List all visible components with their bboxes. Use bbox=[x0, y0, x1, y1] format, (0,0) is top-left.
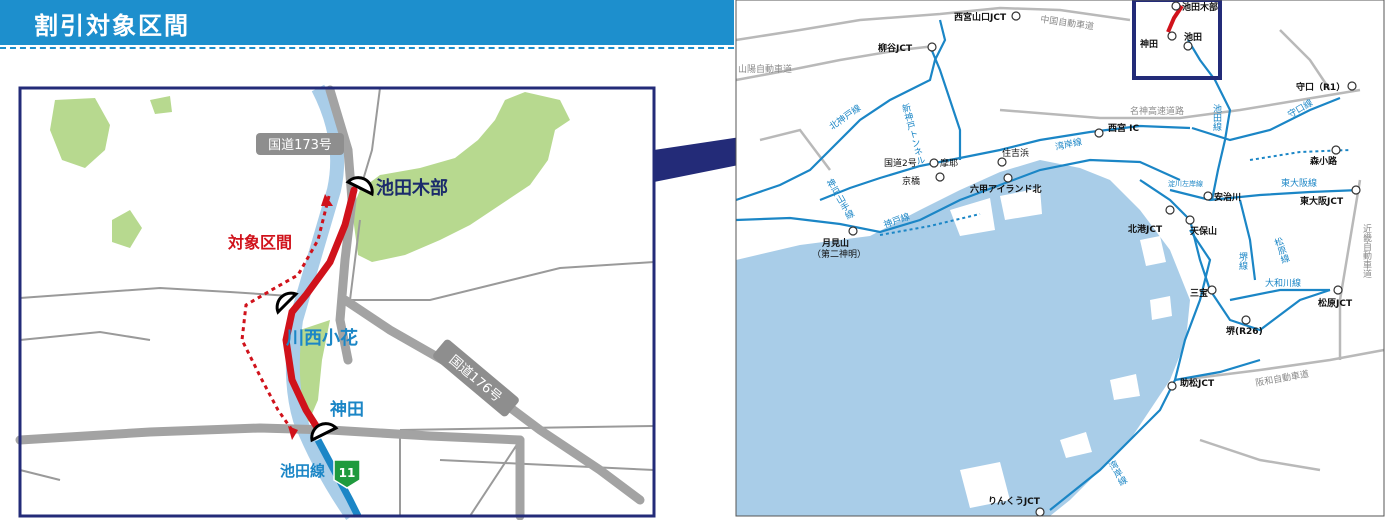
dashed-divider bbox=[0, 47, 734, 49]
jct-label-tsukimiyama: 月見山 bbox=[821, 237, 849, 249]
jct-label-sumiyoshihama: 住吉浜 bbox=[1002, 147, 1029, 159]
jct-label-rokko: 六甲アイランド北 bbox=[970, 183, 1042, 195]
ic-label-kanda: 神田 bbox=[330, 399, 364, 420]
route-shield: 11 bbox=[333, 459, 361, 489]
section-title: 割引対象区間 bbox=[34, 12, 190, 40]
overview-map: 中国自動車道 山陽自動車道 名神高速道路 阪和自動車道 近畿自動車道 北神戸線 … bbox=[735, 0, 1385, 517]
line-label-sakai: 堺線 bbox=[1237, 251, 1248, 270]
jct-label-kyobashi: 京橋 bbox=[902, 175, 920, 187]
jct-label-moriguchi: 守口（R1） bbox=[1296, 81, 1345, 93]
ic-label-kawanishiobana: 川西小花 bbox=[285, 327, 358, 349]
target-dotted-arrow bbox=[240, 195, 331, 431]
overview-map-border bbox=[735, 0, 1385, 517]
route-shield-number: 11 bbox=[339, 466, 356, 480]
section-header: 割引対象区間 bbox=[0, 0, 734, 45]
jct-label-tempozan: 天保山 bbox=[1190, 225, 1217, 237]
jct-label-morishoji: 森小路 bbox=[1310, 155, 1338, 167]
jct-label-matsubara: 松原JCT bbox=[1318, 297, 1353, 309]
arrow-head-up bbox=[321, 194, 333, 206]
detail-map: 国道173号 国道176号 対象区間 池田木部 川西小花 神田 池田線 11 bbox=[15, 84, 656, 520]
line-label-ikeda: 池田線 bbox=[1211, 103, 1222, 131]
jct-label-nishinomiya-ic: 西宮 IC bbox=[1108, 122, 1139, 134]
road-label-kinki: 近畿自動車道 bbox=[1361, 223, 1372, 279]
osaka-bay bbox=[736, 160, 1190, 516]
yodogawa-dotted bbox=[1249, 149, 1351, 161]
arrow-head-down bbox=[288, 426, 298, 440]
detail-map-frame bbox=[18, 86, 656, 518]
line-label-yodogawa: 淀川左岸線 bbox=[1168, 179, 1203, 188]
jct-circles bbox=[848, 1, 1361, 517]
jct-label-sakai: 堺(R26) bbox=[1226, 325, 1263, 337]
jct-label-yanagitani: 柳谷JCT bbox=[878, 42, 913, 54]
jct-label-ikedakibe: 池田木部 bbox=[1182, 1, 1218, 13]
jct-label-ikeda: 池田 bbox=[1184, 31, 1202, 43]
jct-label-kanda: 神田 bbox=[1140, 38, 1158, 50]
ic-marker-kanda bbox=[310, 422, 339, 443]
jct-label-sanpo: 三宝 bbox=[1190, 287, 1208, 299]
green-area-tiny bbox=[150, 96, 172, 114]
jct-label-higashiosaka: 東大阪JCT bbox=[1300, 195, 1344, 207]
jct-label-sukematsu: 助松JCT bbox=[1180, 377, 1215, 389]
jct-label-hokko: 北港JCT bbox=[1128, 223, 1163, 235]
ic-label-ikedakibe: 池田木部 bbox=[376, 177, 448, 199]
river bbox=[285, 84, 358, 520]
green-area-west bbox=[50, 98, 110, 168]
overview-inset-frame bbox=[1132, 0, 1222, 80]
jct-label-tsukimiyama-sub: （第二神明） bbox=[812, 248, 866, 260]
jct-label-kokudo2: 国道2号 bbox=[884, 157, 917, 169]
ic-marker-ikedakibe bbox=[345, 176, 374, 197]
ikeda-line-label: 池田線 bbox=[280, 462, 325, 480]
green-area-small bbox=[112, 210, 142, 248]
jct-label-ajigawa: 安治川 bbox=[1214, 191, 1241, 203]
target-route bbox=[282, 186, 358, 436]
badge-national-173-label: 国道173号 bbox=[268, 138, 332, 153]
road-label-meishin: 名神高速道路 bbox=[1130, 105, 1184, 117]
gray-roads bbox=[735, 6, 1385, 472]
kobe-dotted bbox=[879, 213, 981, 236]
jct-label-rinku: りんくうJCT bbox=[988, 496, 1041, 507]
overview-target-route bbox=[1166, 4, 1184, 33]
port-islands bbox=[950, 188, 1172, 508]
ic-marker-kawanishiobana bbox=[275, 291, 299, 315]
jct-label-maya: 摩耶 bbox=[940, 157, 958, 169]
badge-national-173: 国道173号 bbox=[256, 133, 344, 155]
line-label-higashiosaka: 東大阪線 bbox=[1281, 177, 1317, 189]
green-area-hills bbox=[352, 92, 570, 262]
target-section-label: 対象区間 bbox=[227, 233, 292, 252]
jct-label-nishinomiya-yamaguchi: 西宮山口JCT bbox=[954, 11, 1007, 23]
local-roads bbox=[19, 87, 655, 517]
expressway-network bbox=[735, 19, 1361, 511]
road-label-sanyo: 山陽自動車道 bbox=[738, 63, 792, 75]
line-label-yamatogawa: 大和川線 bbox=[1265, 277, 1301, 289]
